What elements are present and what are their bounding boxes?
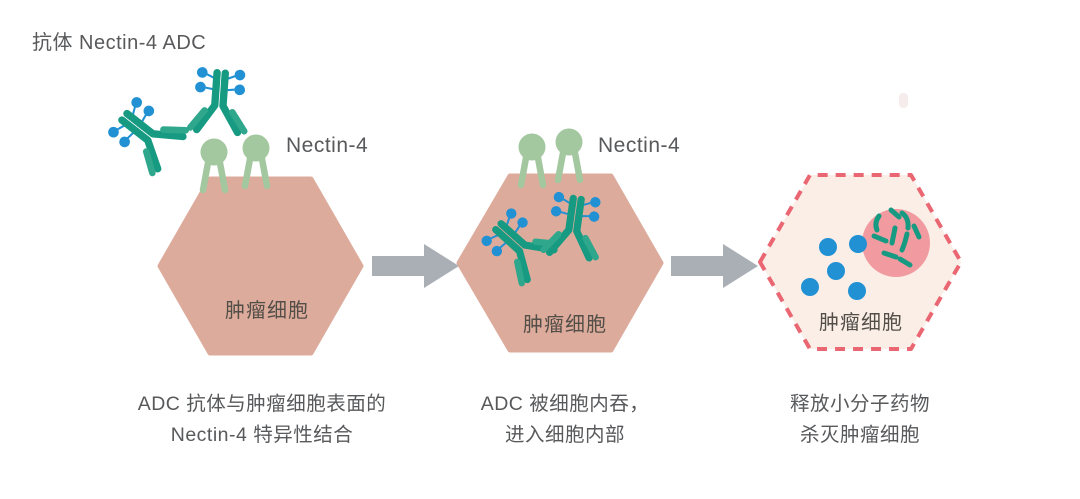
tumor-cell-label: 肿瘤细胞 <box>225 300 309 322</box>
tumor-cell-1-shape <box>157 176 364 356</box>
nectin4-receptor-icon <box>556 129 583 181</box>
step1-caption: ADC 抗体与肿瘤细胞表面的 Nectin-4 特异性结合 <box>107 389 417 451</box>
step3-release-group <box>758 173 963 351</box>
tumor-cell-label: 肿瘤细胞 <box>819 312 903 334</box>
drug-molecule-icon <box>801 235 867 300</box>
stray-mark <box>899 93 908 108</box>
tumor-cell-label: 肿瘤细胞 <box>523 314 607 336</box>
nectin4-label: Nectin-4 <box>598 134 681 157</box>
caption-line: ADC 抗体与肿瘤细胞表面的 <box>137 393 387 415</box>
step2-caption: ADC 被细胞内吞， 进入细胞内部 <box>410 389 720 451</box>
adc-antibody-icon <box>190 67 248 133</box>
caption-line: Nectin-4 特异性结合 <box>170 424 354 446</box>
caption-line: 进入细胞内部 <box>504 424 625 446</box>
caption-line: 释放小分子药物 <box>789 393 930 415</box>
step3-caption: 释放小分子药物 杀灭肿瘤细胞 <box>705 389 1015 451</box>
degraded-antibody-icon <box>871 207 922 268</box>
diagram-title: 抗体 Nectin-4 ADC <box>32 32 207 54</box>
caption-line: ADC 被细胞内吞， <box>480 393 650 415</box>
nectin4-label: Nectin-4 <box>286 134 369 157</box>
step2-internalization-group <box>456 129 664 353</box>
caption-line: 杀灭肿瘤细胞 <box>799 424 920 446</box>
arrow-right-icon <box>372 244 459 288</box>
lysosome-circle-icon <box>862 209 930 277</box>
step1-binding-group <box>104 67 364 356</box>
adc-antibody-icon <box>104 93 187 174</box>
arrow-right-icon <box>671 244 758 288</box>
